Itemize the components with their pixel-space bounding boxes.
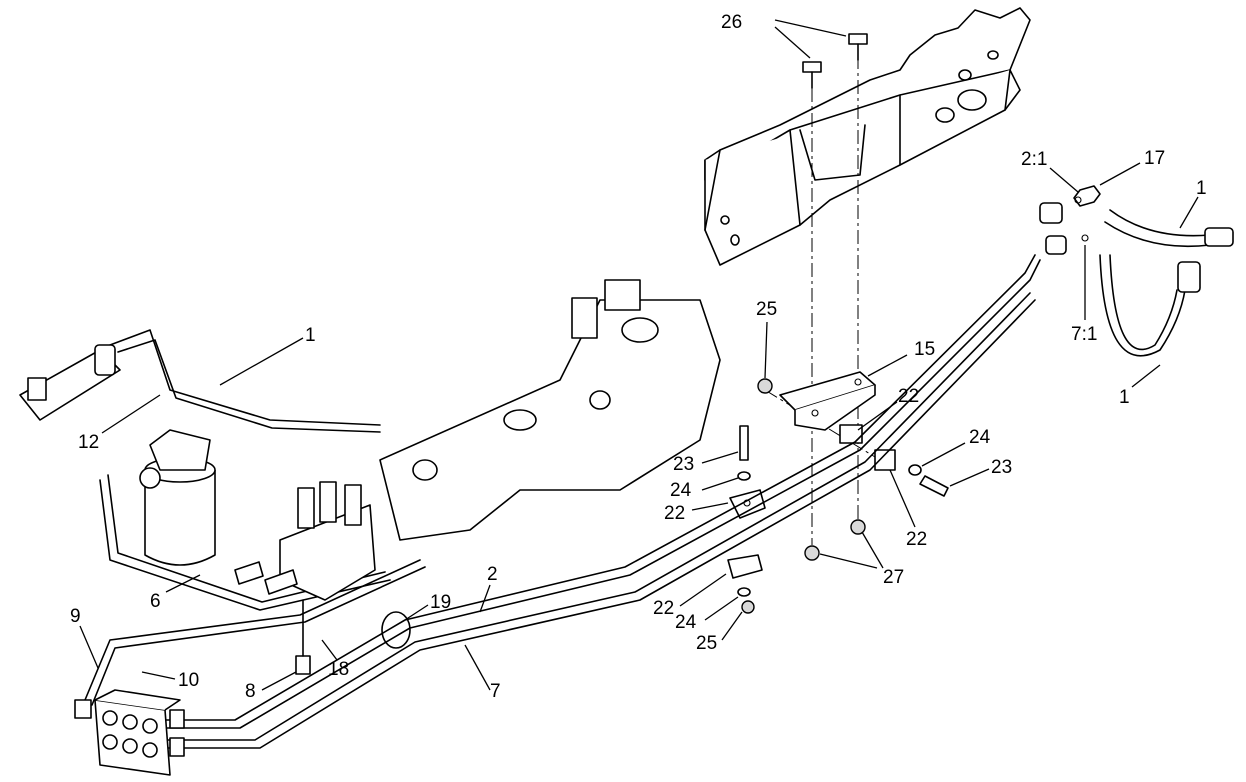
frame-rail	[704, 7, 1031, 266]
callout-2-1: 2:1	[1021, 149, 1048, 170]
callout-24-left: 24	[670, 480, 692, 501]
callout-26: 26	[721, 12, 743, 33]
callout-24-right: 24	[969, 427, 991, 448]
callout-2: 2	[487, 564, 498, 585]
callout-25-top: 25	[756, 299, 778, 320]
callout-8: 8	[245, 681, 256, 702]
callout-7: 7	[490, 681, 501, 702]
callout-1-left: 1	[305, 325, 316, 346]
callout-22-upper: 22	[898, 386, 920, 407]
control-valve	[234, 481, 411, 675]
callout-1-top-right: 1	[1196, 178, 1207, 199]
filter-housing	[139, 429, 216, 566]
callout-9: 9	[70, 606, 81, 627]
callout-18: 18	[328, 659, 350, 680]
callout-12: 12	[78, 432, 100, 453]
callout-19: 19	[430, 592, 452, 613]
callout-1-right-hose: 1	[1119, 387, 1130, 408]
callout-6: 6	[150, 591, 161, 612]
callout-22-left: 22	[664, 503, 686, 524]
callout-22-lower: 22	[653, 598, 675, 619]
callout-22-right: 22	[906, 529, 928, 550]
callout-15: 15	[914, 339, 936, 360]
callout-23-right: 23	[991, 457, 1013, 478]
hardware-parts	[727, 378, 949, 614]
steering-cylinder	[19, 344, 121, 421]
steering-axle	[379, 279, 721, 541]
callout-23-left: 23	[673, 454, 695, 475]
manifold-block	[74, 689, 185, 776]
callout-17: 17	[1144, 148, 1166, 169]
callout-24-lower: 24	[675, 612, 697, 633]
bolt-26-pair	[802, 33, 868, 89]
hoses-right	[1039, 185, 1234, 357]
callout-7-1: 7:1	[1071, 324, 1098, 345]
callout-10: 10	[178, 670, 200, 691]
callout-27: 27	[883, 567, 905, 588]
hydraulic-tubes	[84, 254, 1041, 749]
leader-lines	[79, 19, 1199, 691]
callout-25-lower: 25	[696, 633, 718, 654]
bracket-15	[779, 371, 876, 431]
